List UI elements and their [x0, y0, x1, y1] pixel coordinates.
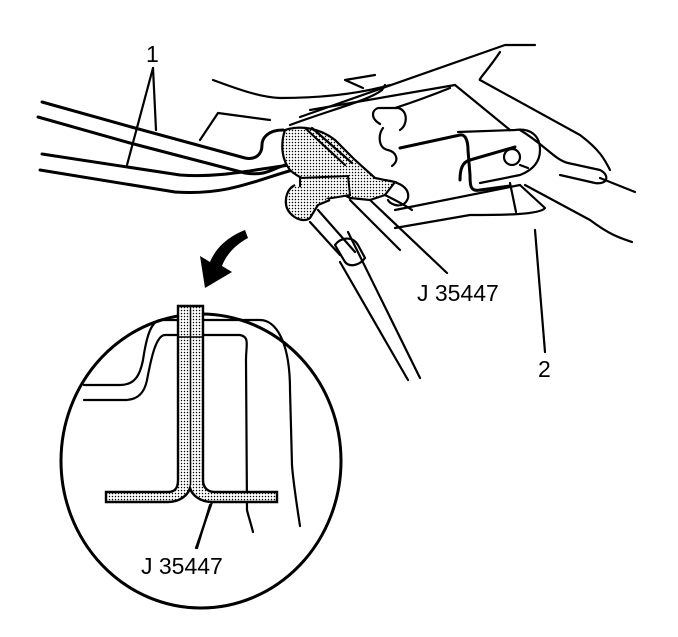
- leader-detail: [195, 503, 212, 550]
- callout-tool-detail: J 35447: [141, 553, 223, 579]
- pointer-arrow: [200, 230, 248, 288]
- body-panel: [198, 43, 537, 142]
- callout-2: 2: [538, 356, 551, 382]
- leader-2: [508, 181, 547, 354]
- leader-1: [125, 66, 158, 167]
- callout-tool-main: J 35447: [417, 280, 499, 306]
- tool-j35447-main: [281, 126, 397, 222]
- right-structure: [308, 78, 637, 244]
- detail-inset: [59, 304, 343, 610]
- rod: [308, 198, 422, 382]
- cables: [36, 100, 302, 195]
- bracket: [383, 128, 547, 230]
- leader-tool-main: [368, 198, 449, 275]
- callout-1: 1: [146, 41, 159, 67]
